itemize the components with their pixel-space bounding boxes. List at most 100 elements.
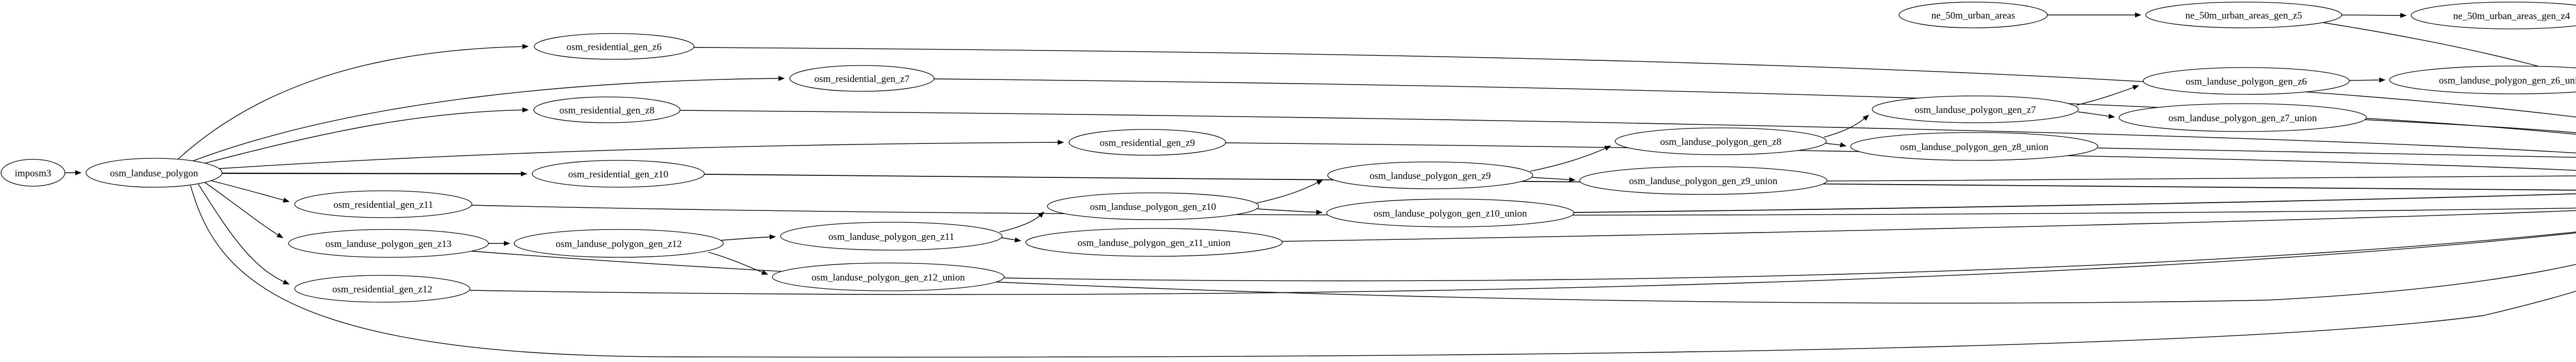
edge-lp-z7-to-z7-union <box>2077 111 2115 119</box>
node-osm-landuse-polygon-gen-z12-union-label: osm_landuse_polygon_gen_z12_union <box>811 272 965 283</box>
node-osm-landuse-polygon-gen-z9: osm_landuse_polygon_gen_z9 <box>1327 161 1533 189</box>
node-osm-landuse-polygon-gen-z10-label: osm_landuse_polygon_gen_z10 <box>1090 202 1216 212</box>
node-osm-residential-gen-z6-shape <box>534 33 694 60</box>
edge-landuse-to-lp-z13 <box>205 182 284 238</box>
edge-lp-z12-to-z12-union <box>708 252 769 275</box>
node-osm-landuse-polygon-gen-z12-shape <box>514 229 724 258</box>
edge-z8-union-to-layer-z8 <box>2097 147 2576 157</box>
node-osm-landuse-polygon-gen-z11-union: osm_landuse_polygon_gen_z11_union <box>1025 228 1283 257</box>
edge-lp-z11-to-lp-z10 <box>999 211 1044 233</box>
node-osm-landuse-polygon-gen-z10-union-shape <box>1326 199 1574 227</box>
node-osm-landuse-polygon-gen-z11-union-label: osm_landuse_polygon_gen_z11_union <box>1078 238 1231 249</box>
edge-lp-z8-to-z8-union <box>1825 142 1847 147</box>
node-osm-landuse-polygon-gen-z11-union-shape <box>1025 228 1283 257</box>
node-osm-landuse-polygon-gen-z7-union: osm_landuse_polygon_gen_z7_union <box>2119 103 2367 132</box>
node-osm-landuse-polygon-gen-z6-shape <box>2143 67 2350 95</box>
node-osm-landuse-polygon-gen-z9-union-shape <box>1579 166 1827 195</box>
edge-lp-z9-to-lp-z8 <box>1530 145 1612 172</box>
node-osm-landuse-polygon-gen-z7-union-label: osm_landuse_polygon_gen_z7_union <box>2168 113 2317 124</box>
node-osm-landuse-polygon-gen-z9-union-label: osm_landuse_polygon_gen_z9_union <box>1629 176 1778 187</box>
node-osm-landuse-polygon-gen-z10-union: osm_landuse_polygon_gen_z10_union <box>1326 199 1574 227</box>
node-osm-residential-gen-z11-label: osm_residential_gen_z11 <box>333 200 433 210</box>
edge-res-z8-to-layer-z8 <box>680 110 2576 154</box>
node-osm-landuse-polygon-gen-z7-union-shape <box>2119 103 2367 132</box>
node-ne-50m-urban-areas-shape <box>1899 2 2048 28</box>
edges <box>65 12 2576 358</box>
edge-z12-union-to-layer-z12 <box>1004 232 2576 282</box>
node-osm-residential-gen-z8-shape <box>533 96 681 123</box>
node-osm-landuse-polygon-gen-z10-shape <box>1047 192 1259 220</box>
node-osm-landuse-polygon: osm_landuse_polygon <box>86 158 223 188</box>
node-ne-50m-urban-areas-label: ne_50m_urban_areas <box>1931 10 2015 21</box>
edge-landuse-to-res-z9 <box>218 140 1064 169</box>
node-osm-residential-gen-z9-shape <box>1069 129 1226 156</box>
node-osm-residential-gen-z7: osm_residential_gen_z7 <box>789 65 935 92</box>
node-osm-landuse-polygon-gen-z7: osm_landuse_polygon_gen_z7 <box>1872 95 2079 123</box>
node-osm-residential-gen-z8: osm_residential_gen_z8 <box>533 96 681 123</box>
node-osm-landuse-polygon-gen-z13-label: osm_landuse_polygon_gen_z13 <box>326 239 452 250</box>
node-osm-landuse-polygon-gen-z10: osm_landuse_polygon_gen_z10 <box>1047 192 1259 220</box>
edge-res-z11-to-layer-z11 <box>471 205 2576 216</box>
node-imposm3-label: imposm3 <box>15 168 52 179</box>
edge-lp-z12-to-lp-z11 <box>721 234 776 241</box>
node-osm-landuse-polygon-gen-z9-label: osm_landuse_polygon_gen_z9 <box>1369 171 1490 182</box>
edge-res-z12-to-layer-z12 <box>469 232 2576 295</box>
node-osm-landuse-polygon-gen-z8-shape <box>1615 127 1827 155</box>
edge-landuse-to-res-z7 <box>191 76 785 162</box>
node-osm-landuse-polygon-gen-z6-union-label: osm_landuse_polygon_gen_z6_union <box>2439 75 2576 86</box>
edge-z10-union-to-layer-z10 <box>1573 193 2576 213</box>
node-ne-50m-urban-areas-gen-z4-shape <box>2411 2 2576 29</box>
edge-landuse-to-res-z6 <box>177 44 529 160</box>
node-ne-50m-urban-areas-gen-z5: ne_50m_urban_areas_gen_z5 <box>2145 2 2342 28</box>
edge-lp-z10-to-lp-z9 <box>1256 179 1324 204</box>
node-osm-landuse-polygon-gen-z8-label: osm_landuse_polygon_gen_z8 <box>1660 137 1781 147</box>
node-imposm3: imposm3 <box>1 159 65 187</box>
node-osm-residential-gen-z12: osm_residential_gen_z12 <box>294 275 470 303</box>
node-osm-landuse-polygon-shape <box>86 158 223 188</box>
node-ne-50m-urban-areas-gen-z4: ne_50m_urban_areas_gen_z4 <box>2411 2 2576 29</box>
node-osm-landuse-polygon-gen-z11-label: osm_landuse_polygon_gen_z11 <box>828 232 954 242</box>
edge-lp-z7-to-lp-z6 <box>2076 85 2140 106</box>
node-osm-landuse-polygon-gen-z8-union-shape <box>1850 132 2098 161</box>
node-osm-landuse-polygon-gen-z6-union: osm_landuse_polygon_gen_z6_union <box>2389 65 2576 94</box>
node-osm-landuse-polygon-gen-z8-union: osm_landuse_polygon_gen_z8_union <box>1850 132 2098 161</box>
node-ne-50m-urban-areas: ne_50m_urban_areas <box>1899 2 2048 28</box>
node-osm-residential-gen-z10: osm_residential_gen_z10 <box>532 160 705 188</box>
node-osm-landuse-polygon-gen-z12-label: osm_landuse_polygon_gen_z12 <box>556 239 682 250</box>
node-osm-landuse-polygon-gen-z6: osm_landuse_polygon_gen_z6 <box>2143 67 2350 95</box>
node-osm-residential-gen-z9: osm_residential_gen_z9 <box>1069 129 1226 156</box>
node-osm-residential-gen-z10-shape <box>532 160 705 188</box>
edge-res-z10-to-layer-z10 <box>704 174 2576 191</box>
node-osm-landuse-polygon-gen-z10-union-label: osm_landuse_polygon_gen_z10_union <box>1374 208 1527 219</box>
node-osm-landuse-polygon-gen-z11-shape <box>780 222 1003 251</box>
node-osm-landuse-polygon-gen-z12-union: osm_landuse_polygon_gen_z12_union <box>772 262 1005 291</box>
edge-z11-union-to-layer-z11 <box>1282 210 2576 242</box>
node-osm-residential-gen-z8-label: osm_residential_gen_z8 <box>560 105 655 116</box>
node-osm-residential-gen-z9-label: osm_residential_gen_z9 <box>1100 138 1195 149</box>
node-osm-residential-gen-z12-shape <box>294 275 470 303</box>
node-osm-landuse-polygon-gen-z11: osm_landuse_polygon_gen_z11 <box>780 222 1003 251</box>
node-ne-50m-urban-areas-gen-z4-label: ne_50m_urban_areas_gen_z4 <box>2453 11 2570 22</box>
edge-z7-union-to-layer-z7 <box>2364 119 2576 134</box>
node-osm-landuse-polygon-gen-z8: osm_landuse_polygon_gen_z8 <box>1615 127 1827 155</box>
node-ne-50m-urban-areas-gen-z5-shape <box>2145 2 2342 28</box>
node-osm-residential-gen-z6: osm_residential_gen_z6 <box>534 33 694 60</box>
node-osm-landuse-polygon-gen-z9-union: osm_landuse_polygon_gen_z9_union <box>1579 166 1827 195</box>
edge-lp-z11-to-z11-union <box>1001 237 1022 243</box>
node-osm-residential-gen-z6-label: osm_residential_gen_z6 <box>567 42 662 53</box>
node-imposm3-shape <box>1 159 65 187</box>
node-osm-landuse-polygon-gen-z12-union-shape <box>772 262 1005 291</box>
node-osm-landuse-polygon-gen-z7-shape <box>1872 95 2079 123</box>
node-osm-landuse-polygon-label: osm_landuse_polygon <box>110 168 198 179</box>
node-osm-residential-gen-z12-label: osm_residential_gen_z12 <box>332 284 432 295</box>
nodes: imposm3 osm_landuse_polygon osm_resident… <box>1 2 2576 303</box>
node-osm-landuse-polygon-gen-z13: osm_landuse_polygon_gen_z13 <box>288 229 489 258</box>
edge-ne-z5-to-layer-z5 <box>2323 22 2576 78</box>
edge-lp-z10-to-z10-union <box>1257 208 1323 215</box>
edge-lp-z9-to-z9-union <box>1532 177 1576 183</box>
node-osm-residential-gen-z11: osm_residential_gen_z11 <box>294 190 472 218</box>
node-osm-residential-gen-z7-label: osm_residential_gen_z7 <box>815 74 910 85</box>
node-osm-landuse-polygon-gen-z13-shape <box>288 229 489 258</box>
node-ne-50m-urban-areas-gen-z5-label: ne_50m_urban_areas_gen_z5 <box>2185 10 2302 21</box>
